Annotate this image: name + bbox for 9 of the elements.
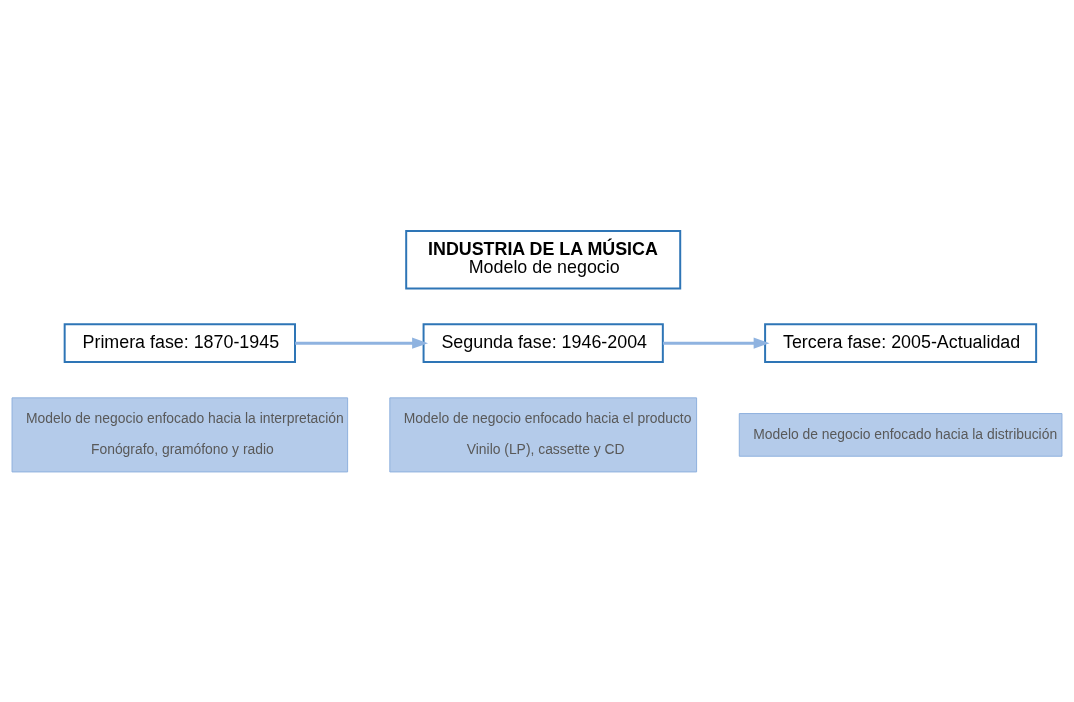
- node-box: Tercera fase: 2005-Actualidad: [764, 322, 1038, 363]
- arrow: [662, 337, 770, 349]
- node-box: Primera fase: 1870-1945: [63, 322, 296, 363]
- node-box: Modelo de negocio enfocado hacia la distribución: [738, 412, 1063, 457]
- node-box: Modelo de negocio enfocado hacia el producto Vinilo (LP), cassette y CD: [389, 396, 698, 472]
- node-box: Modelo de negocio enfocado hacia la interpretación Fonógrafo, gramófono y radio: [11, 396, 349, 472]
- arrow: [295, 337, 429, 349]
- node-box: INDUSTRIA DE LA MÚSICA Modelo de negocio: [405, 229, 682, 290]
- node-box: Segunda fase: 1946-2004: [422, 322, 664, 363]
